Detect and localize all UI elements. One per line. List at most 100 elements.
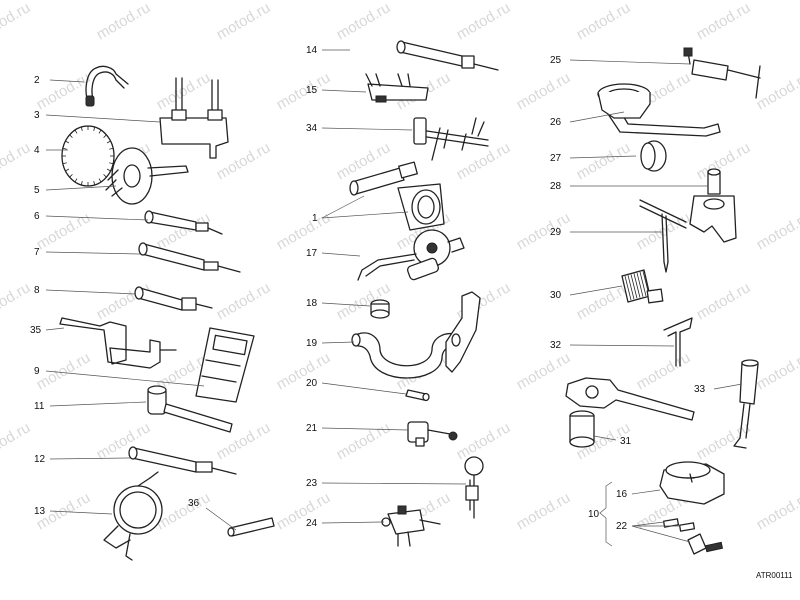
- disc-tick: [69, 134, 73, 138]
- watermark-text: motod.ru: [94, 0, 154, 43]
- watermark-text: motod.ru: [214, 139, 274, 183]
- tool-24-drawing: [381, 505, 441, 547]
- label-part-14: 14: [306, 45, 318, 56]
- tool-27-drawing: [640, 140, 667, 172]
- disc-tick: [103, 174, 107, 178]
- watermark-text: motod.ru: [454, 419, 514, 463]
- label-part-32: 32: [550, 340, 562, 351]
- watermark-text: motod.ru: [754, 489, 800, 533]
- label-part-29: 29: [550, 227, 562, 238]
- disc-tick: [80, 126, 83, 131]
- disc-tick: [69, 174, 73, 178]
- label-part-21: 21: [306, 423, 318, 434]
- part-number-labels: 2 3 4 5 6 7 8 35 9 11 12 13 36 14 15 34 …: [30, 45, 706, 532]
- label-part-25: 25: [550, 55, 562, 66]
- knurl-line: [627, 275, 635, 300]
- label-part-4: 4: [34, 145, 40, 156]
- label-part-26: 26: [550, 117, 562, 128]
- disc-tick: [65, 140, 70, 144]
- label-part-20: 20: [306, 378, 318, 389]
- label-part-19: 19: [306, 338, 318, 349]
- tool-32-drawing: [663, 317, 693, 367]
- watermark-text: motod.ru: [694, 279, 754, 323]
- watermark-text: motod.ru: [334, 419, 394, 463]
- label-part-17: 17: [306, 248, 318, 259]
- watermark-text: motod.ru: [274, 209, 334, 253]
- tool-26-drawing: [597, 83, 721, 137]
- label-part-23: 23: [306, 478, 318, 489]
- knurl-line: [624, 275, 632, 301]
- tool-2-drawing: [85, 65, 129, 107]
- tool-8-drawing: [134, 286, 213, 311]
- knurl-line: [636, 272, 644, 297]
- tool-20-drawing: [405, 389, 430, 402]
- label-part-30: 30: [550, 290, 562, 301]
- disc-tick: [109, 162, 114, 165]
- label-part-11: 11: [34, 401, 45, 412]
- watermark-text: motod.ru: [754, 69, 800, 113]
- watermark-text: motod.ru: [274, 69, 334, 113]
- watermark-text: motod.ru: [34, 349, 94, 393]
- disc-tick: [98, 129, 102, 134]
- tool-35-drawing: [59, 317, 177, 369]
- watermark-text: motod.ru: [0, 279, 33, 323]
- watermark-text: motod.ru: [514, 489, 574, 533]
- label-part-24: 24: [306, 518, 318, 529]
- watermark-text: motod.ru: [574, 0, 634, 43]
- disc-tick: [109, 147, 114, 150]
- tool-34-drawing: [413, 117, 489, 161]
- watermark-text: motod.ru: [514, 209, 574, 253]
- tool-3-drawing: [159, 77, 229, 159]
- label-part-22: 22: [616, 521, 628, 532]
- label-part-31: 31: [620, 436, 632, 447]
- label-part-10: 10: [588, 509, 600, 520]
- label-part-8: 8: [34, 285, 40, 296]
- watermark-text: motod.ru: [514, 69, 574, 113]
- watermark-text: motod.ru: [634, 349, 694, 393]
- label-part-16: 16: [616, 489, 628, 500]
- tool-23-drawing: [464, 456, 484, 519]
- watermark-text: motod.ru: [754, 349, 800, 393]
- tool-21-drawing: [407, 421, 458, 447]
- watermark-text: motod.ru: [0, 0, 33, 43]
- disc-tick: [62, 162, 67, 165]
- tool-14-drawing: [396, 40, 499, 71]
- tool-16-drawing: [659, 461, 725, 505]
- knurl-line: [633, 273, 641, 298]
- tool-36-drawing: [227, 517, 275, 537]
- tool-1-drawing: [349, 161, 445, 231]
- tool-15-drawing: [365, 73, 429, 103]
- label-part-5: 5: [34, 185, 40, 196]
- tool-22-drawing: [662, 518, 724, 555]
- tool-30-drawing: [621, 269, 664, 304]
- label-part-28: 28: [550, 181, 562, 192]
- disc-tick: [80, 181, 83, 186]
- label-part-36: 36: [188, 498, 200, 509]
- watermark-text: motod.ru: [274, 349, 334, 393]
- tool-33-drawing: [733, 359, 759, 449]
- label-part-12: 12: [34, 454, 46, 465]
- tool-12-drawing: [128, 446, 237, 475]
- tool-18-drawing: [370, 299, 390, 319]
- label-part-33: 33: [694, 384, 706, 395]
- knurl-line: [639, 271, 647, 297]
- knurl-line: [630, 274, 638, 299]
- watermark-text: motod.ru: [34, 69, 94, 113]
- watermark-text: motod.ru: [694, 0, 754, 43]
- watermark-text: motod.ru: [694, 419, 754, 463]
- label-part-2: 2: [34, 75, 40, 86]
- tool-19-drawing: [351, 291, 481, 379]
- disc-tick: [98, 178, 102, 183]
- tool-13-drawing: [103, 471, 163, 561]
- watermark-text: motod.ru: [0, 139, 33, 183]
- watermark-text: motod.ru: [274, 489, 334, 533]
- watermark-text: motod.ru: [574, 139, 634, 183]
- disc-tick: [74, 129, 78, 134]
- label-part-3: 3: [34, 110, 40, 121]
- tool-9-drawing: [195, 327, 255, 403]
- watermark-text: motod.ru: [454, 0, 514, 43]
- tool-11-drawing: [147, 385, 233, 433]
- label-part-27: 27: [550, 153, 562, 164]
- disc-tick: [93, 181, 96, 186]
- watermark-text: motod.ru: [514, 349, 574, 393]
